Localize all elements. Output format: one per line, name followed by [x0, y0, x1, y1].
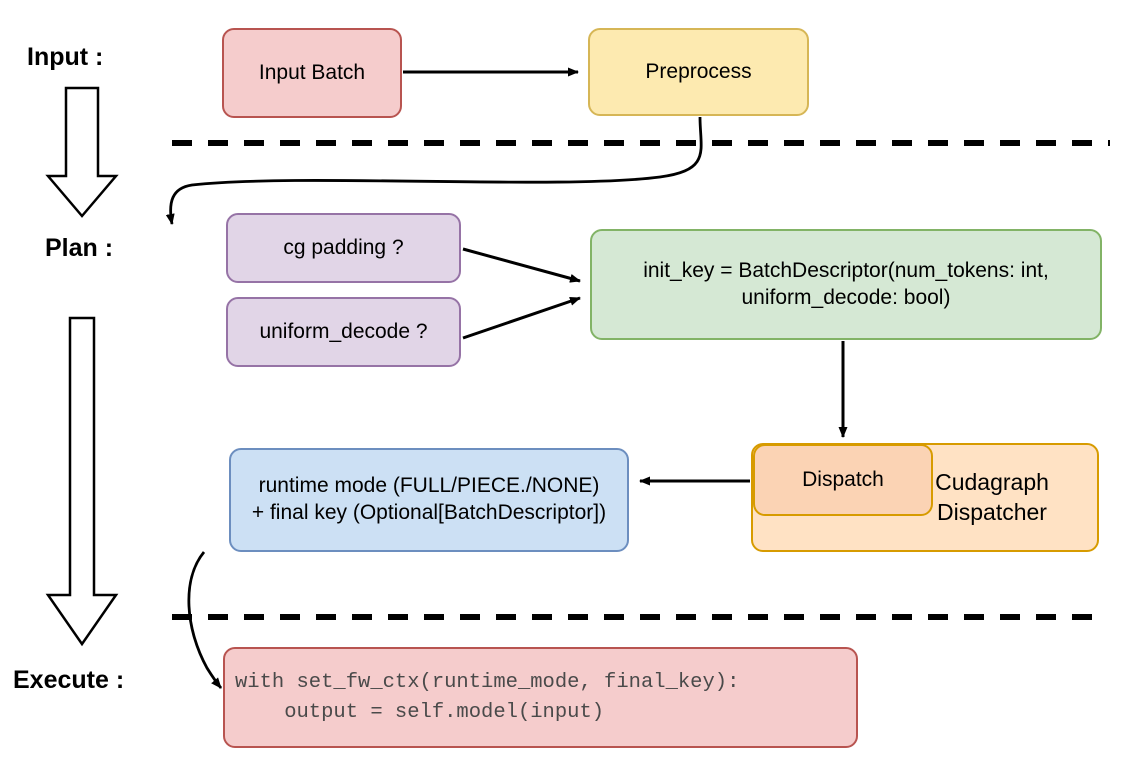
node-input-batch[interactable]: Input Batch — [222, 28, 402, 118]
edge-preprocess-to-cg-padding — [165, 116, 703, 225]
input-to-plan-arrow — [45, 86, 119, 218]
node-init-key[interactable]: init_key = BatchDescriptor(num_tokens: i… — [590, 229, 1102, 340]
stage-label-plan: Plan : — [45, 234, 114, 262]
node-preprocess[interactable]: Preprocess — [588, 28, 809, 116]
stage-label-execute: Execute : — [13, 666, 125, 694]
edge-uniform-decode-to-init-key — [462, 296, 581, 340]
plan-to-execute-arrow — [45, 316, 119, 647]
node-uniform-decode[interactable]: uniform_decode ? — [226, 297, 461, 367]
node-dispatch[interactable]: Dispatch — [753, 444, 933, 516]
node-cg-padding-label: cg padding ? — [283, 235, 404, 259]
node-runtime-mode-label: runtime mode (FULL/PIECE./NONE) + final … — [251, 474, 607, 524]
node-execute-code-label: with set_fw_ctx(runtime_mode, final_key)… — [235, 671, 740, 724]
node-execute-code[interactable]: with set_fw_ctx(runtime_mode, final_key)… — [223, 647, 858, 748]
node-runtime-mode[interactable]: runtime mode (FULL/PIECE./NONE) + final … — [229, 448, 629, 552]
edge-cg-padding-to-init-key — [462, 247, 581, 283]
node-preprocess-label: Preprocess — [645, 59, 752, 83]
node-input-batch-label: Input Batch — [258, 60, 366, 84]
stage-label-input: Input : — [27, 43, 104, 71]
edge-runtime-mode-to-execute-code — [187, 551, 223, 689]
node-cg-padding[interactable]: cg padding ? — [226, 213, 461, 283]
node-uniform-decode-label: uniform_decode ? — [259, 319, 428, 343]
node-dispatch-label: Dispatch — [802, 467, 884, 491]
node-cudagraph-dispatcher-label: Cudagraph Dispatcher — [935, 468, 1049, 525]
node-init-key-label: init_key = BatchDescriptor(num_tokens: i… — [643, 258, 1049, 309]
